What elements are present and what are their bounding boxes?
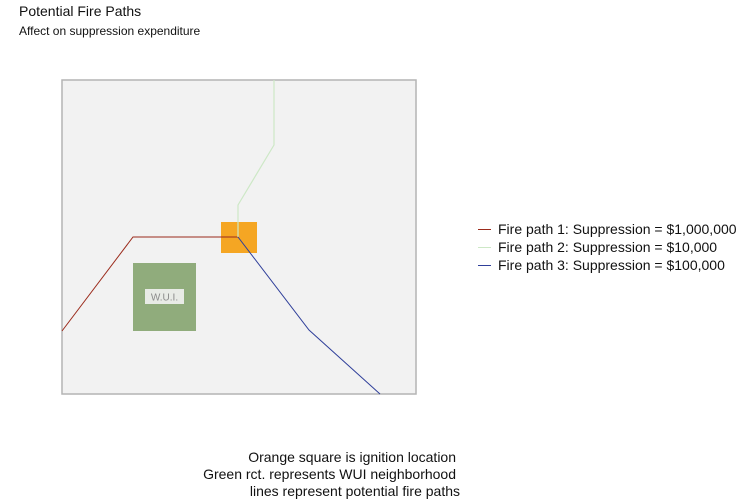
legend: Fire path 1: Suppression = $1,000,000 Fi… <box>478 220 737 274</box>
legend-label-path-1: Fire path 1: Suppression = $1,000,000 <box>498 221 737 237</box>
legend-item-path-1: Fire path 1: Suppression = $1,000,000 <box>478 220 737 238</box>
legend-swatch-path-2 <box>478 246 491 248</box>
wui-label-box <box>145 289 184 304</box>
caption: Orange square is ignition location Green… <box>203 449 460 500</box>
legend-item-path-3: Fire path 3: Suppression = $100,000 <box>478 256 737 274</box>
legend-label-path-3: Fire path 3: Suppression = $100,000 <box>498 257 725 273</box>
diagram-subtitle: Affect on suppression expenditure <box>19 24 201 38</box>
caption-line-2: Green rct. represents WUI neighborhood <box>203 466 456 482</box>
caption-line-1: Orange square is ignition location <box>248 449 456 465</box>
legend-swatch-path-1 <box>478 228 491 230</box>
caption-line-3: lines represent potential fire paths <box>249 483 460 499</box>
legend-label-path-2: Fire path 2: Suppression = $10,000 <box>498 239 718 255</box>
legend-swatch-path-3 <box>478 264 491 266</box>
fire-path-3 <box>237 236 381 395</box>
fire-path-1 <box>61 236 238 332</box>
wui-label: W.U.I. <box>151 293 178 304</box>
diagram-title: Potential Fire Paths <box>19 3 142 19</box>
fire-path-2 <box>237 80 275 237</box>
legend-item-path-2: Fire path 2: Suppression = $10,000 <box>478 238 737 256</box>
